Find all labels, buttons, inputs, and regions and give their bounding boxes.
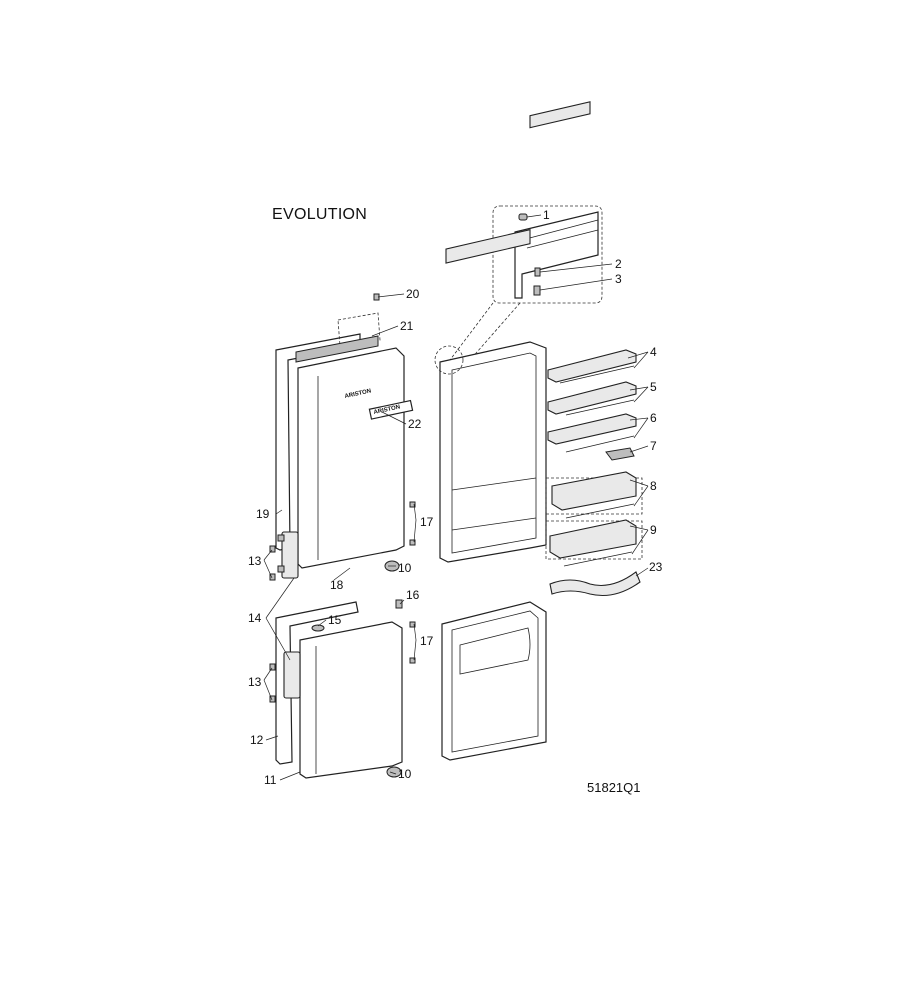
- callout-17-upper: 17: [420, 515, 434, 529]
- callout-14: 14: [248, 611, 262, 625]
- callout-4: 4: [650, 345, 657, 359]
- callout-23: 23: [649, 560, 663, 574]
- part-23-gasket-strip: [549, 571, 641, 597]
- leader-lines: [263, 214, 649, 781]
- callout-labels: 1 2 3 4 5 6 7 8 9 23 20 21 22 17 17 19 1…: [248, 208, 663, 787]
- brand-badge: ARISTON: [368, 399, 414, 420]
- freezer-inner-panel: [441, 601, 547, 761]
- shelf-9: [545, 519, 643, 567]
- fridge-liner: [434, 228, 547, 563]
- callout-13-lower: 13: [248, 675, 262, 689]
- callout-10-upper: 10: [398, 561, 412, 575]
- part-13-clips: [269, 545, 276, 703]
- callout-16: 16: [406, 588, 420, 602]
- shelf-8: [545, 471, 643, 519]
- freezer-door: [299, 621, 403, 779]
- callout-22: 22: [408, 417, 422, 431]
- callout-12: 12: [250, 733, 264, 747]
- part-10-hinge-lower: [386, 766, 402, 778]
- fridge-door-gasket: [275, 333, 361, 551]
- callout-5: 5: [650, 380, 657, 394]
- callout-9: 9: [650, 523, 657, 537]
- freezer-door-handle: [283, 651, 301, 699]
- fridge-door-top-trim: [295, 312, 381, 363]
- callout-18: 18: [330, 578, 344, 592]
- part-16-pin: [395, 599, 403, 609]
- part-15-cap: [311, 624, 325, 632]
- part-17-screws: [409, 501, 416, 664]
- callout-17-lower: 17: [420, 634, 434, 648]
- callout-8: 8: [650, 479, 657, 493]
- callout-7: 7: [650, 439, 657, 453]
- callout-10-lower: 10: [398, 767, 412, 781]
- callout-2: 2: [615, 257, 622, 271]
- callout-19: 19: [256, 507, 270, 521]
- callout-15: 15: [328, 613, 342, 627]
- part-2-screw: [534, 267, 541, 277]
- part-3-pin: [533, 285, 541, 296]
- drawing-code: 51821Q1: [587, 780, 641, 795]
- fridge-door-handle: [277, 531, 299, 579]
- callout-13-upper: 13: [248, 554, 262, 568]
- shelf-6: [547, 413, 637, 453]
- part-1-cap: [518, 213, 528, 221]
- callout-1: 1: [543, 208, 550, 222]
- shelf-4: [547, 349, 637, 384]
- diagram-title: EVOLUTION: [272, 206, 368, 223]
- badge-brand-logo: ARISTON: [373, 404, 401, 415]
- callout-11: 11: [264, 773, 277, 787]
- part-7-egg-tray: [605, 447, 635, 461]
- detail-inset: [449, 101, 603, 361]
- callout-21: 21: [400, 319, 414, 333]
- shelf-5: [547, 381, 637, 416]
- callout-3: 3: [615, 272, 622, 286]
- callout-6: 6: [650, 411, 657, 425]
- callout-20: 20: [406, 287, 420, 301]
- door-brand-logo: ARISTON: [344, 388, 372, 399]
- fridge-door: ARISTON: [297, 347, 405, 569]
